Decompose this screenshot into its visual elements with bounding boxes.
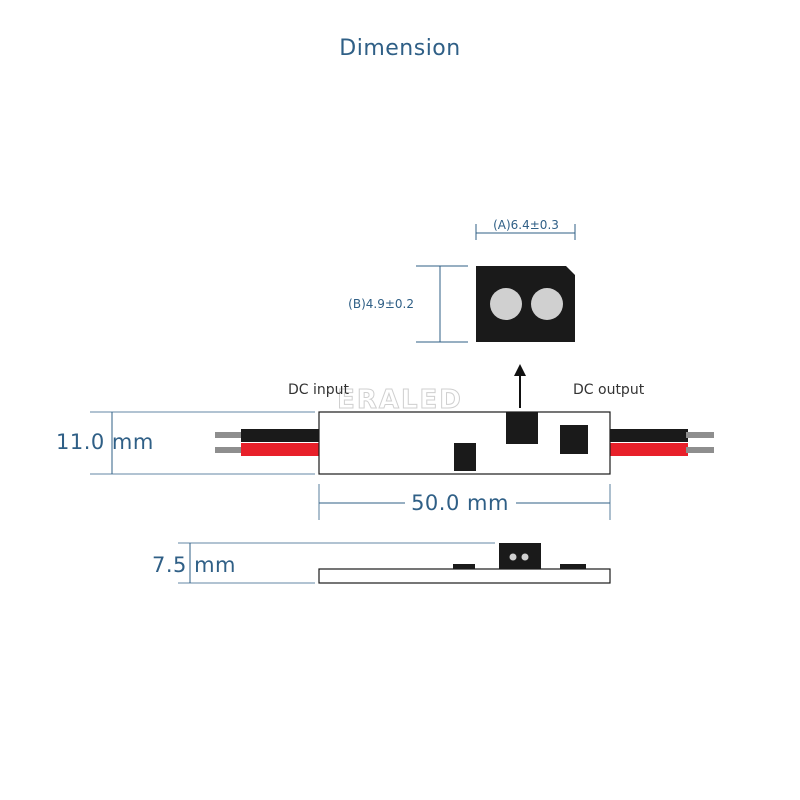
component-chip-left [454,443,476,471]
height-dimension-label: 11.0 mm [56,430,154,454]
side-pcb [318,568,611,584]
side-chip-right [560,564,586,569]
left-wire-red [241,443,319,456]
page-title: Dimension [339,36,461,61]
module-top-view: ERALED DC input DC output 11.0 mm 50.0 m… [56,382,714,520]
left-wire-red-tip [215,447,243,453]
connector-body [476,266,575,342]
left-wire-black-tip [215,432,243,438]
length-dimension-label: 50.0 mm [411,491,509,515]
dc-output-label: DC output [573,382,645,398]
connector-hole-left [490,288,522,320]
connector-detail: (A)6.4±0.3 (B)4.9±0.2 [348,218,576,408]
left-wire-black [241,429,319,442]
detail-arrow-head [514,364,526,376]
thickness-dimension-label: 7.5 mm [152,553,236,577]
connector-height-label: (B)4.9±0.2 [348,297,414,311]
connector-hole-right [531,288,563,320]
side-connector [499,543,541,569]
component-connector [506,412,538,444]
side-chip-left [453,564,475,569]
dc-input-label: DC input [288,382,350,398]
watermark-text: ERALED [337,385,463,415]
component-chip-right [560,425,588,454]
module-side-view: 7.5 mm [152,542,611,584]
right-wire-black-tip [686,432,714,438]
side-connector-pin-left [509,553,517,561]
right-wire-red-tip [686,447,714,453]
right-wire-black [610,429,688,442]
side-connector-pin-right [521,553,529,561]
connector-width-label: (A)6.4±0.3 [493,218,559,232]
right-wire-red [610,443,688,456]
